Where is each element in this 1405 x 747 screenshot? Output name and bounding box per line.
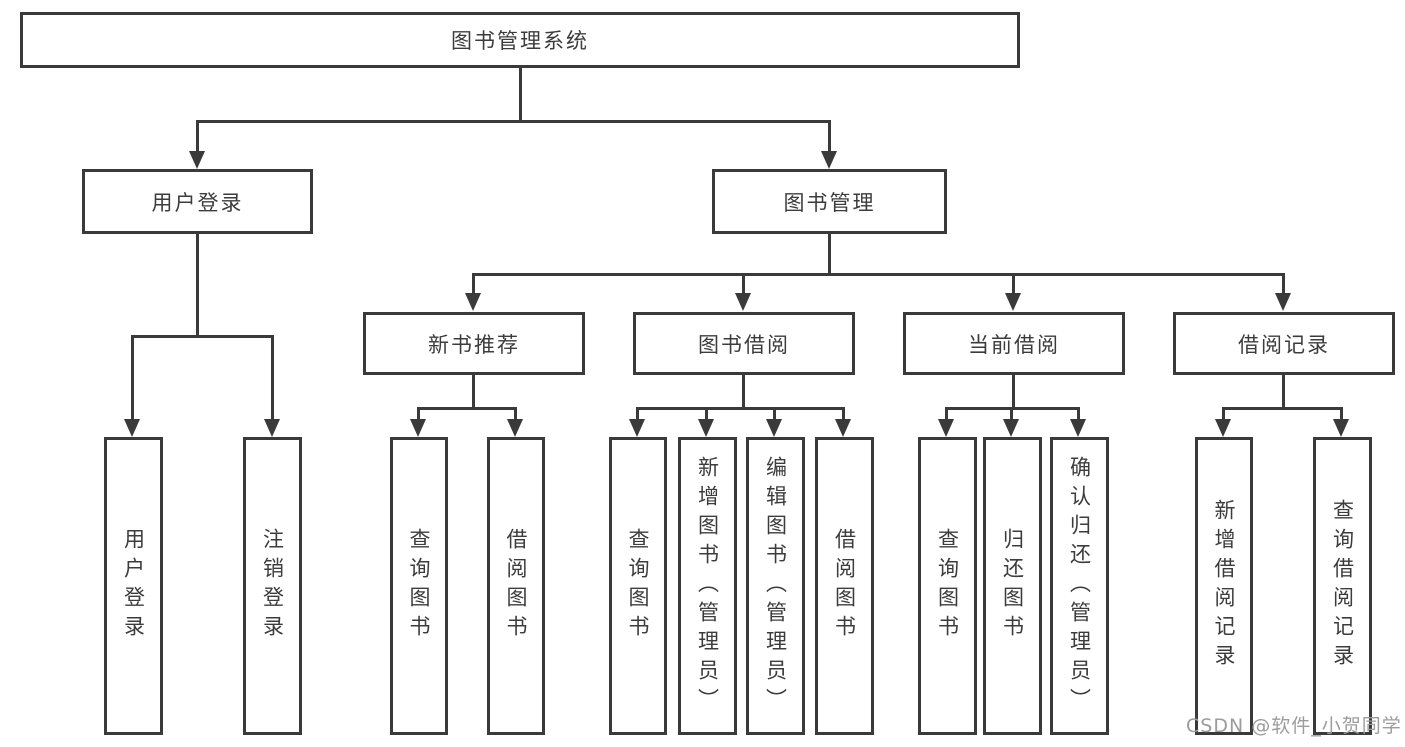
- connector-line: [417, 407, 517, 410]
- leaf-query-books-recommend: 查询图书: [390, 437, 448, 735]
- node-user-login-label: 用户登录: [151, 190, 244, 215]
- node-new-book-recommend-label: 新书推荐: [428, 332, 520, 357]
- arrowhead-down: [507, 419, 523, 437]
- arrowhead-down: [629, 419, 645, 437]
- leaf-user-login: 用户登录: [104, 437, 163, 735]
- leaf-edit-books-admin: 编辑图书（管理员）: [746, 437, 805, 735]
- node-book-borrowing: 图书借阅: [633, 312, 855, 375]
- leaf-confirm-return-admin: 确认归还（管理员）: [1050, 437, 1109, 735]
- arrowhead-down: [698, 419, 714, 437]
- node-current-borrowing: 当前借阅: [903, 312, 1125, 375]
- arrowhead-down: [1333, 419, 1349, 437]
- node-book-borrowing-label: 图书借阅: [698, 332, 790, 357]
- connector-line: [131, 335, 274, 338]
- arrowhead-down: [938, 419, 954, 437]
- arrowhead-down: [1215, 419, 1231, 437]
- node-borrowing-records-label: 借阅记录: [1238, 332, 1330, 357]
- arrowhead-down: [766, 419, 782, 437]
- arrowhead-down: [1275, 293, 1291, 311]
- connector-line: [742, 375, 745, 407]
- connector-line: [196, 120, 831, 123]
- node-new-book-recommend: 新书推荐: [363, 312, 585, 375]
- node-current-borrowing-label: 当前借阅: [968, 332, 1060, 357]
- leaf-return-books: 归还图书: [983, 437, 1042, 735]
- csdn-watermark: CSDN @软件_小贺同学: [1186, 715, 1402, 737]
- connector-line: [742, 273, 745, 297]
- connector-line: [1012, 273, 1015, 297]
- leaf-edit-books-admin-label: 编辑图书（管理员）: [763, 455, 788, 717]
- arrowhead-down: [835, 419, 851, 437]
- leaf-query-books-borrowing: 查询图书: [609, 437, 667, 735]
- node-book-management-label: 图书管理: [783, 190, 876, 215]
- leaf-add-borrow-record: 新增借阅记录: [1195, 437, 1253, 735]
- connector-line: [1222, 407, 1343, 410]
- connector-line: [636, 407, 845, 410]
- connector-line: [1282, 375, 1285, 407]
- leaf-return-books-label: 归还图书: [1000, 528, 1025, 644]
- connector-line: [1282, 273, 1285, 297]
- connector-line: [1012, 375, 1015, 407]
- arrowhead-down: [735, 293, 751, 311]
- leaf-query-borrow-record-label: 查询借阅记录: [1330, 499, 1355, 673]
- leaf-add-books-admin: 新增图书（管理员）: [678, 437, 737, 735]
- connector-line: [773, 407, 776, 421]
- connector-line: [842, 407, 845, 421]
- node-borrowing-records: 借阅记录: [1173, 312, 1395, 375]
- leaf-query-books-recommend-label: 查询图书: [407, 528, 431, 644]
- connector-line: [945, 407, 948, 421]
- arrowhead-down: [1005, 293, 1021, 311]
- leaf-query-books-borrowing-label: 查询图书: [626, 528, 650, 644]
- arrowhead-down: [465, 293, 481, 311]
- node-user-login: 用户登录: [82, 169, 313, 234]
- connector-line: [519, 68, 522, 120]
- connector-line: [472, 375, 475, 407]
- connector-line: [1222, 407, 1225, 421]
- connector-line: [1340, 407, 1343, 421]
- node-root: 图书管理系统: [20, 12, 1020, 68]
- leaf-confirm-return-admin-label: 确认归还（管理员）: [1067, 455, 1092, 717]
- connector-line: [472, 273, 1285, 276]
- leaf-user-login-label: 用户登录: [121, 528, 146, 644]
- connector-line: [705, 407, 708, 421]
- connector-line: [1010, 407, 1013, 421]
- node-book-management: 图书管理: [712, 169, 947, 234]
- arrowhead-down: [189, 151, 205, 169]
- connector-line: [196, 120, 199, 156]
- leaf-logout: 注销登录: [243, 437, 302, 735]
- connector-line: [417, 407, 420, 421]
- arrowhead-down: [821, 151, 837, 169]
- leaf-add-books-admin-label: 新增图书（管理员）: [695, 455, 720, 717]
- arrowhead-down: [410, 419, 426, 437]
- connector-line: [1077, 407, 1080, 421]
- connector-line: [828, 120, 831, 156]
- leaf-query-books-current: 查询图书: [918, 437, 977, 735]
- leaf-add-borrow-record-label: 新增借阅记录: [1212, 499, 1236, 673]
- node-root-label: 图书管理系统: [451, 29, 589, 53]
- arrowhead-down: [1003, 419, 1019, 437]
- connector-line: [131, 335, 134, 421]
- connector-line: [828, 234, 831, 273]
- connector-line: [514, 407, 517, 421]
- leaf-borrow-books-label: 借阅图书: [832, 528, 857, 644]
- connector-line: [196, 234, 199, 335]
- leaf-query-books-current-label: 查询图书: [935, 528, 960, 644]
- arrowhead-down: [264, 419, 280, 437]
- leaf-borrow-books: 借阅图书: [815, 437, 874, 735]
- arrowhead-down: [124, 419, 140, 437]
- connector-line: [636, 407, 639, 421]
- arrowhead-down: [1070, 419, 1086, 437]
- leaf-borrow-books-recommend: 借阅图书: [487, 437, 545, 735]
- leaf-borrow-books-recommend-label: 借阅图书: [504, 528, 528, 644]
- connector-line: [271, 335, 274, 421]
- leaf-logout-label: 注销登录: [260, 528, 285, 644]
- leaf-query-borrow-record: 查询借阅记录: [1313, 437, 1372, 735]
- connector-line: [472, 273, 475, 297]
